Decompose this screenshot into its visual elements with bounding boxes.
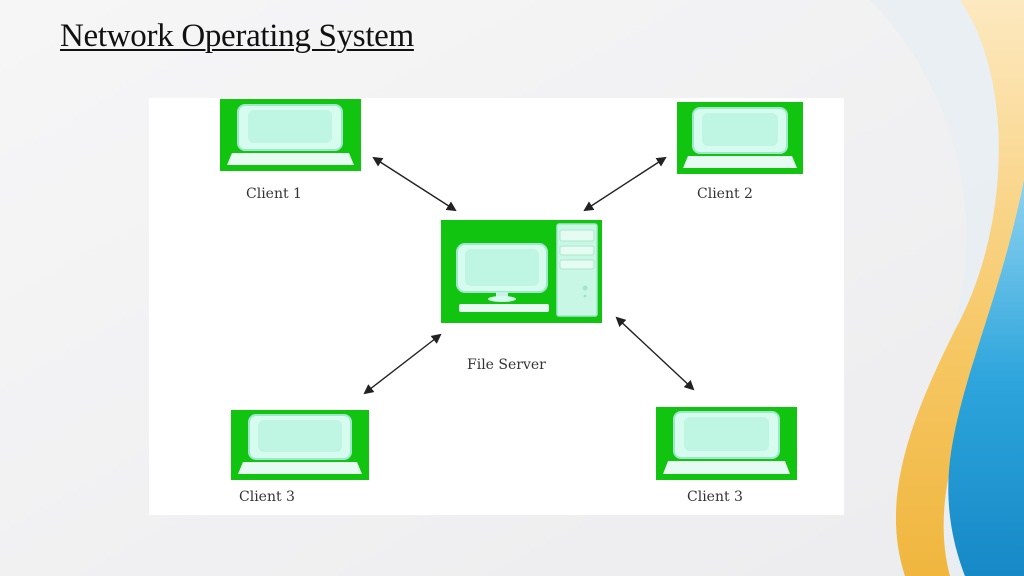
- client-4-node: [656, 407, 797, 480]
- slide-title: Network Operating System: [60, 18, 414, 54]
- client-1-label: Client 1: [246, 186, 302, 202]
- desktop-server-icon: [441, 220, 602, 323]
- arrow-client1-server: [372, 156, 457, 212]
- laptop-icon: [656, 407, 797, 480]
- client-2-node: [677, 102, 803, 174]
- laptop-icon: [677, 102, 803, 174]
- file-server-label: File Server: [467, 357, 546, 373]
- connection-arrows: [363, 156, 695, 395]
- client-2-label: Client 2: [697, 186, 753, 202]
- client-1-node: [220, 99, 361, 171]
- network-diagram: Client 1 Client 2 File: [149, 98, 844, 515]
- arrow-client2-server: [583, 156, 667, 212]
- client-4-label: Client 3: [687, 489, 743, 505]
- laptop-icon: [220, 99, 361, 171]
- client-3-node: [231, 410, 369, 480]
- arrow-client3-server: [363, 333, 442, 395]
- laptop-icon: [231, 410, 369, 480]
- arrow-client4-server: [615, 316, 695, 391]
- client-3-label: Client 3: [239, 489, 295, 505]
- file-server-node: [441, 220, 602, 323]
